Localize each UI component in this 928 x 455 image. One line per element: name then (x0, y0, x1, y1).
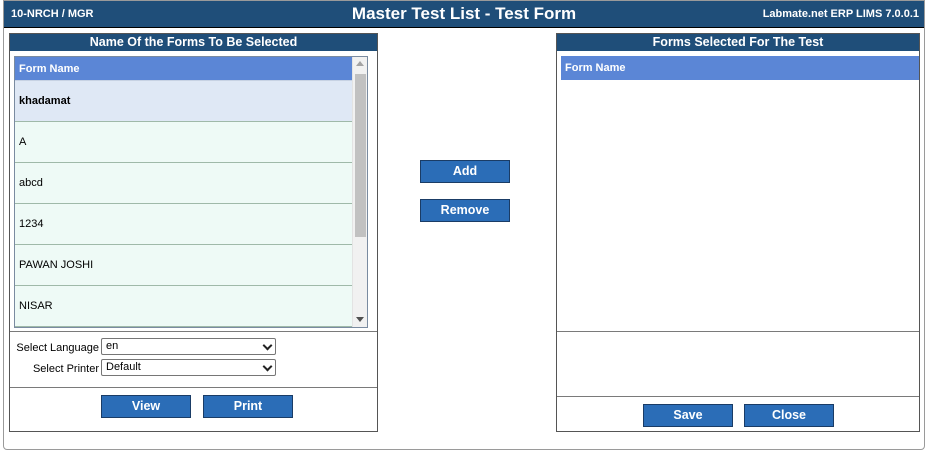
selected-forms-heading: Forms Selected For The Test (557, 34, 919, 51)
language-label: Select Language (16, 342, 99, 354)
version-label: Labmate.net ERP LIMS 7.0.0.1 (762, 8, 919, 20)
available-forms-list[interactable]: Form Name khadamat A abcd 1234 PAWAN JOS… (14, 56, 368, 328)
scroll-down-icon[interactable] (356, 317, 364, 322)
divider (10, 331, 377, 332)
form-name-column-header: Form Name (15, 57, 354, 81)
divider (557, 396, 919, 397)
language-select-value: en (106, 340, 119, 352)
list-item[interactable]: 1234 (15, 204, 354, 245)
available-forms-heading: Name Of the Forms To Be Selected (10, 34, 377, 51)
printer-label: Select Printer (32, 363, 99, 375)
view-button[interactable]: View (101, 395, 191, 418)
print-button[interactable]: Print (203, 395, 293, 418)
save-button[interactable]: Save (643, 404, 733, 427)
list-item[interactable]: A (15, 122, 354, 163)
scroll-thumb[interactable] (355, 74, 366, 237)
list-item[interactable]: khadamat (15, 81, 354, 122)
remove-button[interactable]: Remove (420, 199, 510, 222)
master-test-form-window: 10-NRCH / MGR Master Test List - Test Fo… (3, 0, 925, 450)
selected-forms-list[interactable]: Form Name (561, 56, 919, 332)
chevron-down-icon (262, 340, 273, 351)
scroll-up-icon[interactable] (356, 61, 364, 66)
available-forms-panel: Name Of the Forms To Be Selected Form Na… (9, 33, 378, 432)
title-bar: 10-NRCH / MGR Master Test List - Test Fo… (4, 1, 924, 28)
list-item[interactable]: PAWAN JOSHI (15, 245, 354, 286)
printer-select[interactable]: Default (101, 359, 276, 376)
list-item[interactable]: abcd (15, 163, 354, 204)
page-title: Master Test List - Test Form (351, 4, 577, 23)
divider (10, 387, 377, 388)
list-scrollbar[interactable] (352, 57, 367, 327)
language-select[interactable]: en (101, 338, 276, 355)
divider (557, 331, 919, 332)
add-button[interactable]: Add (420, 160, 510, 183)
list-item[interactable]: NISAR (15, 286, 354, 327)
chevron-down-icon (262, 361, 273, 372)
branch-label: 10-NRCH / MGR (11, 8, 94, 20)
printer-select-value: Default (106, 361, 141, 373)
close-button[interactable]: Close (744, 404, 834, 427)
form-name-column-header: Form Name (561, 56, 919, 80)
selected-forms-panel: Forms Selected For The Test Form Name Sa… (556, 33, 920, 432)
